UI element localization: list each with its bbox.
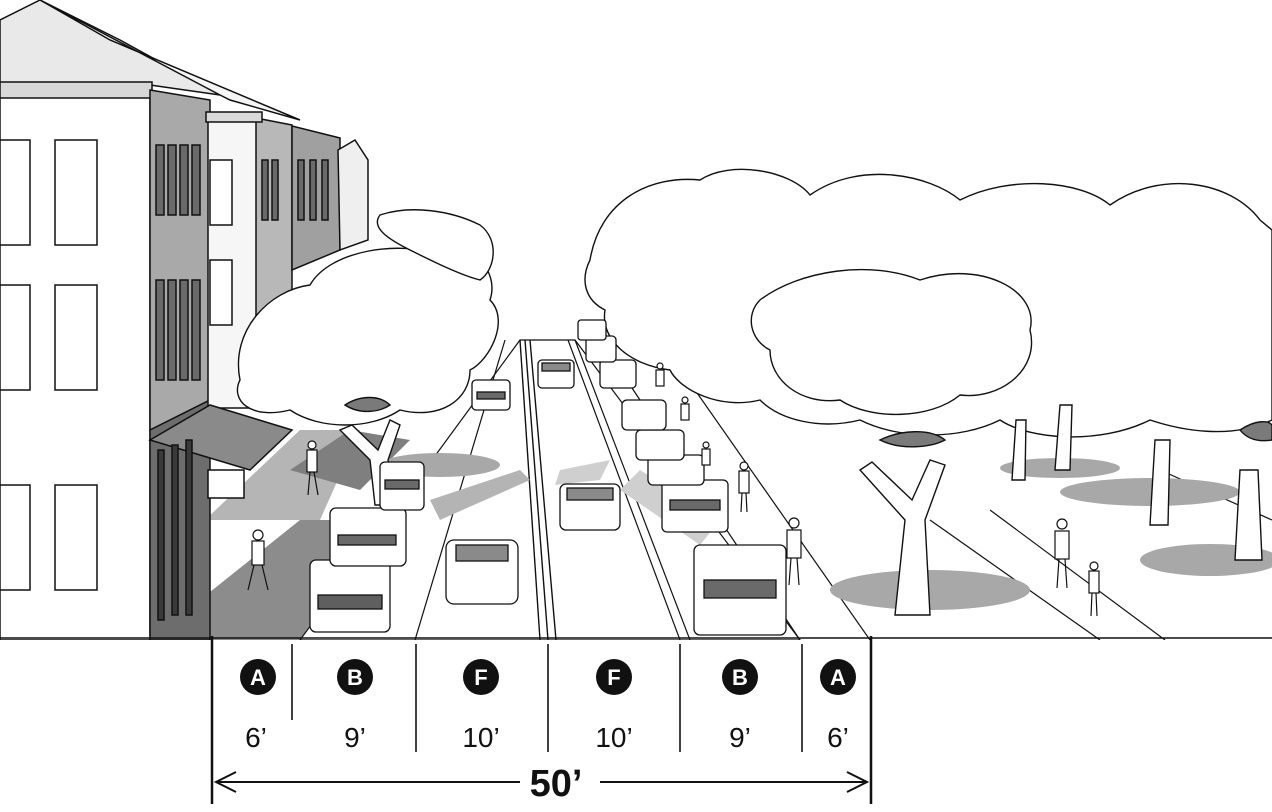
lane-badge: F — [463, 659, 499, 695]
total-width-label: 50’ — [530, 763, 583, 805]
lane-code: B — [732, 665, 748, 690]
lane-width: 10’ — [462, 722, 499, 753]
lane-code: A — [830, 665, 846, 690]
car-moving-3 — [537, 359, 575, 389]
pedestrians — [247, 362, 1100, 617]
car-right-parked-4 — [635, 429, 685, 461]
left-buildings — [0, 0, 369, 640]
lane-code: B — [347, 665, 363, 690]
car-right-parked-5 — [621, 399, 667, 431]
pedestrian-left-1 — [247, 529, 269, 591]
lane-code: A — [250, 665, 266, 690]
lane-width: 6’ — [827, 722, 849, 753]
lane-badge: A — [240, 659, 276, 695]
total-width-arrow — [213, 771, 870, 793]
lane-width: 6’ — [245, 722, 267, 753]
car-moving-2 — [559, 483, 621, 531]
pedestrian-right-4 — [738, 461, 750, 513]
pedestrian-right-2 — [1054, 518, 1070, 589]
car-right-parked-1 — [693, 544, 787, 636]
car-right-parked-8 — [577, 319, 607, 341]
pedestrian-right-3 — [1088, 561, 1100, 617]
pedestrian-left-2 — [306, 440, 319, 496]
pedestrian-right-1 — [786, 517, 802, 586]
right-trees — [584, 168, 1272, 616]
car-left-parked-2 — [329, 507, 407, 567]
street-illustration — [0, 0, 1272, 640]
car-left-parked-4 — [471, 379, 511, 411]
pedestrian-right-6 — [655, 362, 665, 387]
lane-width: 10’ — [595, 722, 632, 753]
lane-badge: B — [722, 659, 758, 695]
pedestrian-right-5 — [680, 396, 690, 421]
car-moving-1 — [445, 539, 519, 605]
car-left-parked-3 — [379, 461, 425, 511]
lane-badge: A — [820, 659, 856, 695]
lane-width: 9’ — [344, 722, 366, 753]
lane-code: F — [474, 665, 487, 690]
cross-section-dimensions: A B F F B A 6’ 9’ 10’ 10’ 9’ 6’ 50’ — [210, 636, 873, 805]
pedestrian-right-7 — [701, 441, 711, 466]
lane-badge: F — [596, 659, 632, 695]
lane-width: 9’ — [729, 722, 751, 753]
car-right-parked-6 — [599, 359, 637, 389]
lane-badge: B — [337, 659, 373, 695]
car-right-parked-2 — [661, 479, 729, 533]
lane-code: F — [607, 665, 620, 690]
cars — [309, 319, 787, 636]
car-left-parked-1 — [309, 559, 391, 633]
